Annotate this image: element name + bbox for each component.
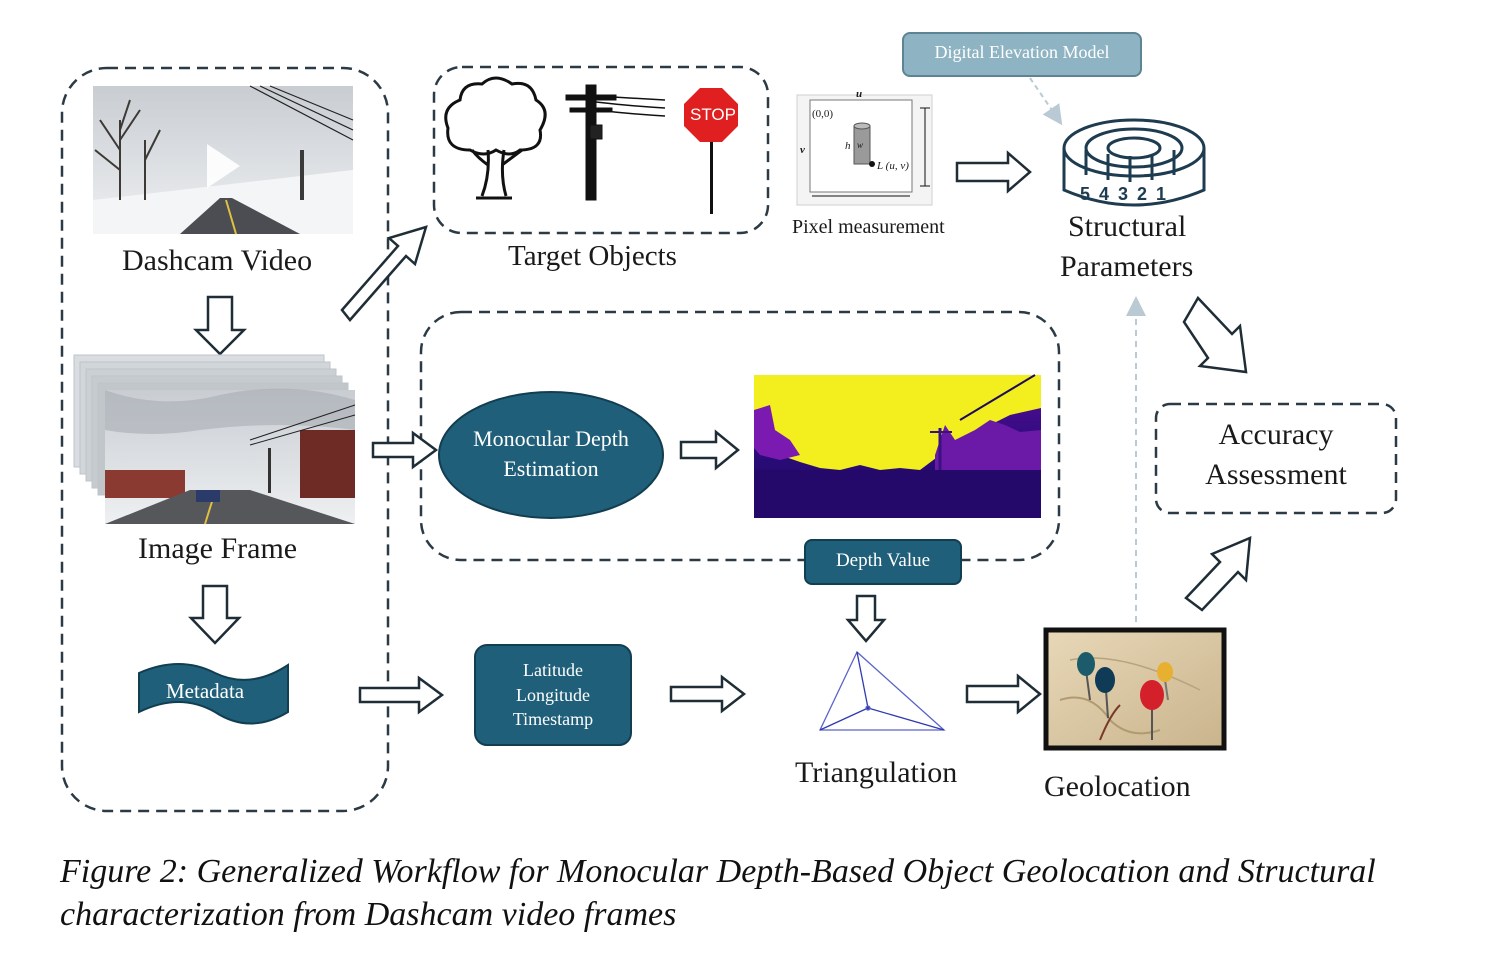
accuracy-label-1: Accuracy [1218, 418, 1334, 451]
geolocation-label: Geolocation [1044, 770, 1191, 803]
pixel-axis-v: v [800, 144, 805, 156]
figure-caption: Figure 2: Generalized Workflow for Monoc… [60, 850, 1460, 936]
dem-connector [1029, 77, 1063, 126]
pixel-axis-u: u [856, 88, 863, 100]
arrow-metadata-to-latlon [358, 675, 445, 715]
accuracy-assessment-box [1154, 402, 1398, 515]
dem-box [902, 32, 1142, 77]
depth-value-label: Depth Value [835, 550, 931, 571]
arrow-depth-to-triangulation [845, 594, 887, 643]
arrow-frame-to-depth [371, 430, 439, 470]
lat-lon-time-box [474, 644, 632, 746]
tape-numbers: 5 4 3 2 1 [1080, 184, 1169, 204]
latitude-label: Latitude [523, 660, 583, 680]
depth-estimation-box [419, 310, 1061, 562]
pixel-origin: (0,0) [812, 108, 834, 120]
timestamp-label: Timestamp [512, 709, 594, 729]
pixel-measurement-figure [796, 94, 933, 206]
image-frame-label: Image Frame [138, 532, 298, 565]
triangulation-label: Triangulation [795, 756, 958, 789]
utility-pole-icon [565, 84, 666, 201]
pixel-measurement-label: Pixel measurement [792, 216, 945, 238]
metadata-shape [138, 663, 289, 725]
tree-icon [444, 76, 547, 200]
caption-line-2: characterization from Dashcam video fram… [60, 896, 677, 933]
monocular-depth-node [438, 391, 664, 519]
arrow-latlon-to-triangulation [669, 674, 747, 714]
map-pin-icon [1077, 652, 1173, 740]
diagonal-arrow-to-targets [340, 225, 428, 322]
dem-label: Digital Elevation Model [934, 42, 1110, 62]
pixel-w: w [857, 140, 864, 150]
structural-parameters-label-2: Parameters [1060, 250, 1194, 283]
accuracy-label-2: Assessment [1205, 458, 1347, 491]
arrow-to-depth-map [679, 429, 740, 471]
image-frame-stack [73, 354, 356, 525]
triangulation-figure [818, 650, 946, 731]
input-group-box [60, 66, 390, 813]
stop-sign-icon [684, 88, 738, 214]
monocular-depth-label-1: Monocular Depth [473, 426, 629, 451]
pixel-point: L (u, v) [877, 160, 909, 172]
measuring-tape-icon [1062, 118, 1206, 207]
down-arrow-2 [188, 584, 242, 645]
target-objects-box [432, 65, 770, 235]
stop-sign-text: STOP [690, 105, 736, 124]
arrow-pixel-to-structural [955, 150, 1032, 194]
caption-line-1: Figure 2: Generalized Workflow for Monoc… [60, 853, 1376, 890]
longitude-label: Longitude [516, 685, 590, 705]
metadata-label: Metadata [166, 679, 245, 703]
pixel-h: h [845, 140, 851, 152]
depth-map-image [754, 374, 1041, 518]
depth-value-box [804, 539, 962, 585]
geolocation-map-image [1043, 627, 1227, 751]
arrow-geolocation-to-accuracy [1184, 536, 1252, 612]
target-objects-label: Target Objects [508, 240, 677, 272]
arrow-structural-to-accuracy [1182, 295, 1248, 374]
down-arrow-1 [192, 295, 248, 356]
dashcam-video-thumbnail [93, 85, 354, 235]
dashcam-video-label: Dashcam Video [122, 244, 313, 277]
arrow-triangulation-to-geolocation [965, 673, 1042, 715]
monocular-depth-label-2: Estimation [503, 456, 599, 481]
structural-parameters-label-1: Structural [1068, 210, 1187, 243]
